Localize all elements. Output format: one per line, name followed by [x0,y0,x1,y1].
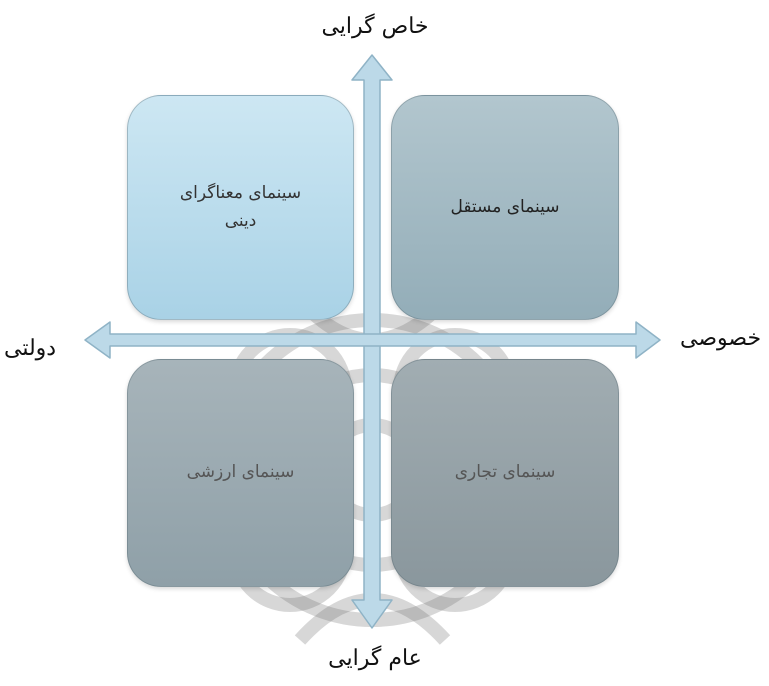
axis-label-top: خاص گرایی [321,14,429,39]
quadrant-commercial-cinema: سینمای تجاری [391,359,619,587]
axis-label-left: دولتی [4,336,57,361]
axis-label-bottom: عام گرایی [328,646,422,671]
quadrant-label: سینمای مستقل [450,196,560,217]
quadrant-value-cinema: سینمای ارزشی [127,359,354,587]
quadrant-religious-cinema: سینمای معناگرای دینی [127,95,354,320]
quadrant-label: سینمای ارزشی [186,462,295,483]
quadrant-label: سینمای تجاری [454,462,556,483]
axis-label-right: خصوصی [680,326,762,351]
quadrant-independent-cinema: سینمای مستقل [391,95,619,320]
quadrant-label: سینمای معناگرای دینی [179,183,302,231]
horizontal-axis-arrow [84,321,661,359]
